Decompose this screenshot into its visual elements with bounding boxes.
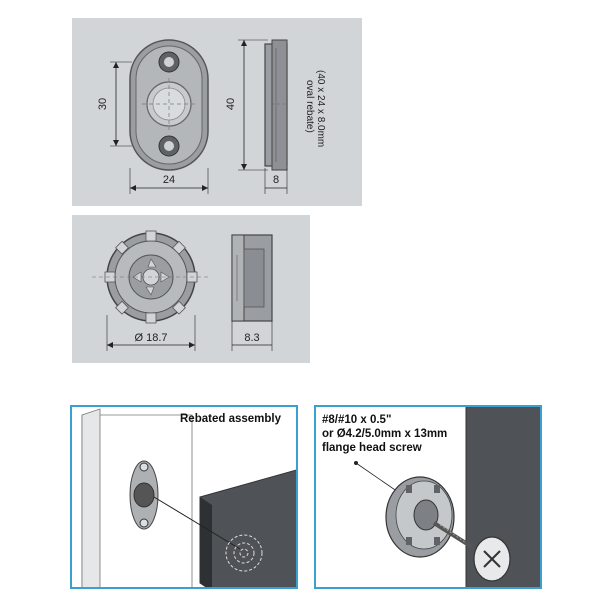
oval-rebate-note-line1: (40 x 24 x 8.0mm: [315, 70, 326, 148]
diameter-dimension-label: Ø 18.7: [134, 332, 167, 344]
round-part-drawing: Ø 18.7 8.3: [92, 230, 273, 351]
oval-rebate-drawing-panel: 30 24 40: [72, 18, 362, 206]
hidden-fitting-outline: [225, 534, 263, 572]
oval-part-side-view: [264, 39, 288, 171]
screw-spec-label: #8/#10 x 0.5" or Ø4.2/5.0mm x 13mm flang…: [322, 413, 447, 455]
depth-dimension: [264, 168, 288, 194]
screw-spec-line2: or Ø4.2/5.0mm x 13mm: [322, 428, 448, 440]
rebated-assembly-box: Rebated assembly: [70, 405, 298, 589]
overall-dimension: [238, 39, 268, 171]
round-part-front-view: [92, 230, 210, 324]
width-dimension: [129, 168, 209, 194]
rebated-assembly-title: Rebated assembly: [180, 413, 281, 425]
oval-part-drawing: 30 24 40: [97, 39, 288, 194]
round-part-drawing-panel: Ø 18.7 8.3: [72, 215, 310, 363]
oval-rebate-note-line2: oval rebate): [304, 80, 315, 133]
height-dimension-label: 30: [97, 98, 109, 110]
screw-spec-line1: #8/#10 x 0.5": [322, 414, 392, 426]
flange-head-screw: [432, 521, 511, 582]
depth-dimension-label: 8: [273, 174, 279, 186]
screw-detail-illustration: [354, 407, 540, 587]
rebated-assembly-illustration: [81, 408, 296, 587]
overall-dimension-label: 40: [225, 98, 237, 110]
screw-detail-box: #8/#10 x 0.5" or Ø4.2/5.0mm x 13mm flang…: [314, 405, 542, 589]
height-dimension: [110, 61, 132, 147]
oval-part-front-view: [129, 39, 209, 171]
oval-fitting: [129, 460, 159, 530]
screw-spec-line3: flange head screw: [322, 442, 422, 454]
diameter-dimension: [106, 315, 196, 351]
oval-rebate-note: (40 x 24 x 8.0mm oval rebate): [304, 70, 326, 147]
side-depth-dimension-label: 8.3: [244, 332, 259, 344]
width-dimension-label: 24: [163, 174, 175, 186]
round-part-side-view: [231, 234, 273, 322]
side-depth-dimension: [231, 321, 273, 351]
round-fitting: [385, 476, 455, 558]
